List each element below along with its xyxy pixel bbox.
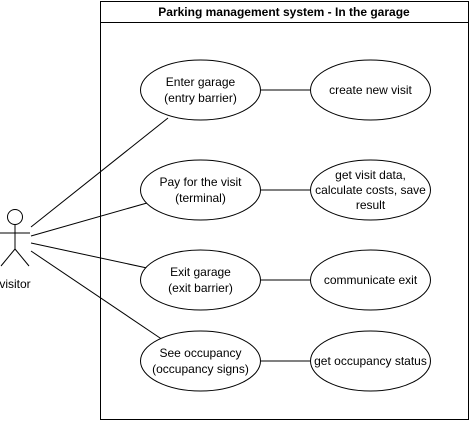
action-label-line: calculate costs, save bbox=[315, 183, 426, 197]
use-case-exit-garage: Exit garage (exit barrier) bbox=[140, 249, 261, 311]
action-label-line: create new visit bbox=[329, 83, 412, 97]
action-communicate-exit: communicate exit bbox=[310, 249, 431, 311]
action-shape bbox=[310, 249, 431, 311]
action-label-line: get occupancy status bbox=[314, 354, 427, 368]
association-see-occupancy bbox=[30, 250, 164, 341]
action-get-occupancy-status: get occupancy status bbox=[310, 330, 431, 392]
system-title: Parking management system - In the garag… bbox=[158, 5, 410, 19]
action-shape bbox=[310, 59, 431, 121]
action-label-line: result bbox=[356, 198, 386, 212]
use-case-label-line: Exit garage bbox=[170, 265, 231, 279]
use-case-pay-visit: Pay for the visit (terminal) bbox=[140, 159, 261, 221]
action-label-line: get visit data, bbox=[335, 168, 406, 182]
action-calculate-costs: get visit data, calculate costs, save re… bbox=[310, 159, 431, 221]
use-case-label-line: (entry barrier) bbox=[164, 91, 237, 105]
use-case-enter-garage: Enter garage (entry barrier) bbox=[140, 59, 261, 121]
use-case-label-line: See occupancy bbox=[159, 346, 241, 360]
action-create-new-visit: create new visit bbox=[310, 59, 431, 121]
use-case-shape bbox=[140, 330, 261, 392]
use-case-see-occupancy: See occupancy (occupancy signs) bbox=[140, 330, 261, 392]
action-shape bbox=[310, 159, 431, 221]
actor-right-leg bbox=[14, 248, 30, 267]
use-case-label-line: Enter garage bbox=[166, 75, 236, 89]
actor-label: visitor bbox=[0, 277, 31, 291]
visitor-actor bbox=[0, 209, 30, 267]
actor-left-leg bbox=[0, 248, 16, 267]
association-pay-visit bbox=[30, 202, 148, 237]
association-exit-garage bbox=[30, 242, 148, 269]
use-case-label-line: (terminal) bbox=[175, 191, 226, 205]
action-label-line: communicate exit bbox=[324, 273, 418, 287]
use-case-label-line: (occupancy signs) bbox=[152, 362, 249, 376]
use-case-shape bbox=[140, 159, 261, 221]
use-case-label-line: (exit barrier) bbox=[168, 281, 233, 295]
action-shape bbox=[310, 330, 431, 392]
use-case-shape bbox=[140, 249, 261, 311]
use-case-shape bbox=[140, 59, 261, 121]
use-case-label-line: Pay for the visit bbox=[159, 175, 242, 189]
association-enter-garage bbox=[30, 117, 169, 228]
actor-head bbox=[7, 209, 23, 225]
